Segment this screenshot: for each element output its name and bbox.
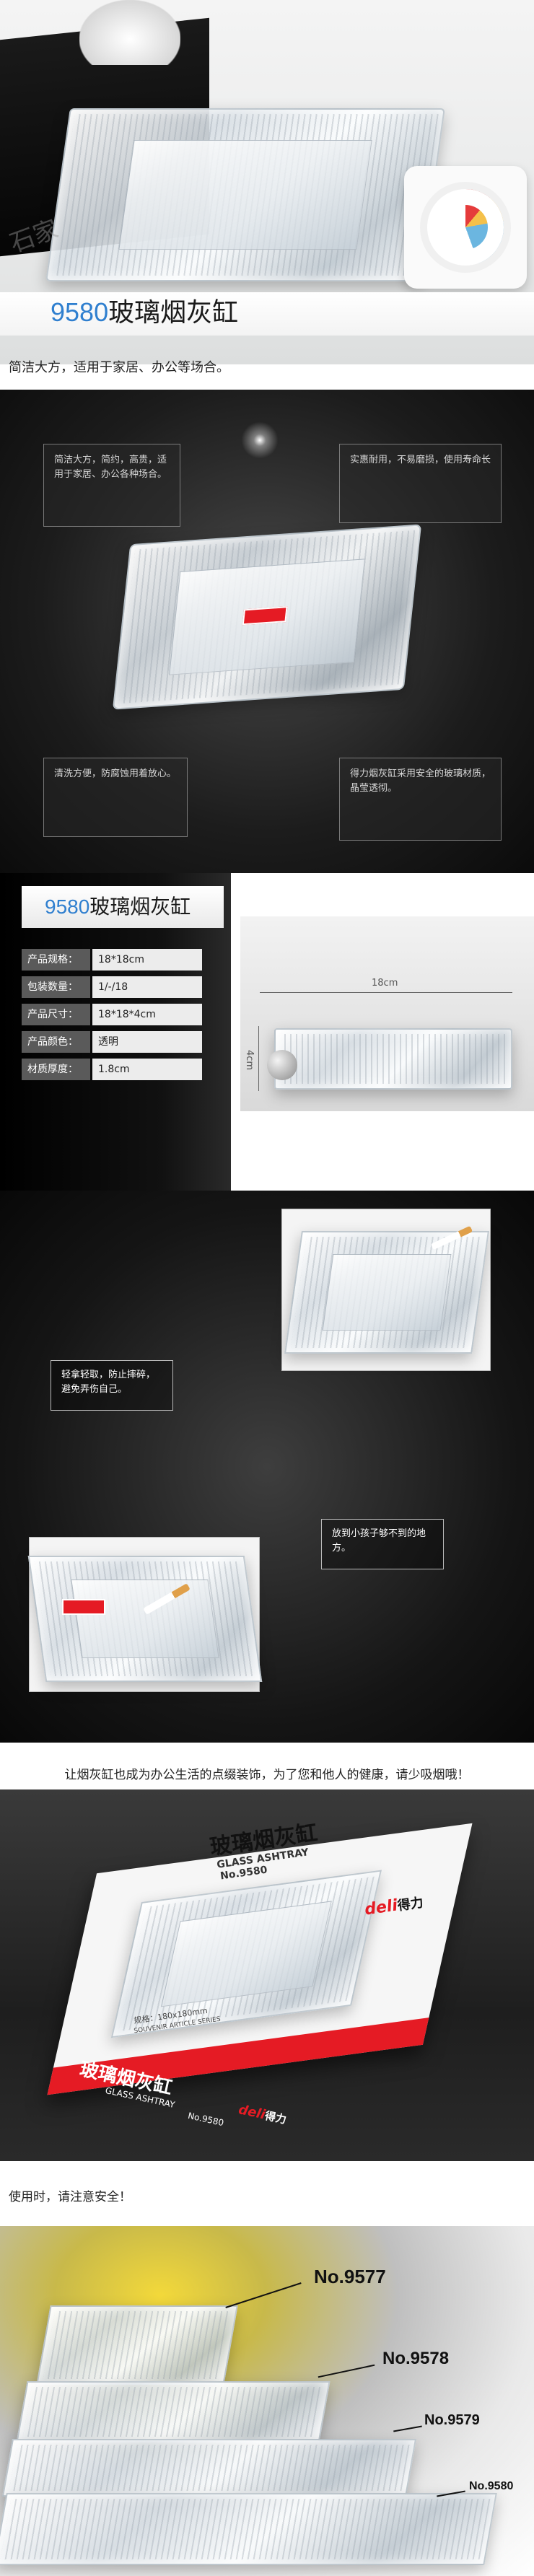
spec-row-label: 材质厚度： xyxy=(22,1059,90,1080)
spec-row: 产品规格：18*18cm xyxy=(22,949,202,971)
safety-ashtray-top xyxy=(284,1231,489,1354)
ashtray-model-9579 xyxy=(1,2439,417,2497)
dimension-width-line xyxy=(260,992,512,993)
hero-section: 石家 9580玻璃烟灰缸 xyxy=(0,0,534,364)
model-label-9577: No.9577 xyxy=(314,2266,386,2287)
feature-box-bottom-left: 清洗方便，防腐蚀用着放心。 xyxy=(43,758,188,837)
ashtray-model-9580 xyxy=(0,2493,497,2565)
model-label-9578: No.9578 xyxy=(382,2349,450,2368)
dimension-height-line xyxy=(258,1026,259,1091)
package-side-brand: deli得力 xyxy=(237,2102,288,2127)
spec-product-name: 玻璃烟灰缸 xyxy=(89,895,191,919)
spec-row-value: 透明 xyxy=(92,1031,202,1053)
safety-section: 轻拿轻取，防止摔碎，避免弄伤自己。 放到小孩子够不到的地方。 xyxy=(0,1191,534,1743)
models-section: No.9577 No.9578 No.9579 No.9580 xyxy=(0,2226,534,2576)
side-brand-en: deli xyxy=(237,2102,267,2123)
callout-line-9578 xyxy=(318,2364,375,2378)
feature-box-bottom-right: 得力烟灰缸采用安全的玻璃材质，晶莹透彻。 xyxy=(339,758,502,841)
spec-row: 产品颜色：透明 xyxy=(22,1031,202,1053)
spec-row: 包装数量：1/-/18 xyxy=(22,976,202,998)
feature-box-top-left: 简洁大方，简约，高贵，适用于家居、办公各种场合。 xyxy=(43,444,180,527)
callout-line-9577 xyxy=(225,2282,302,2308)
sparkle-icon xyxy=(238,419,281,462)
coin-image xyxy=(267,1050,297,1080)
feature-ashtray-image xyxy=(112,524,422,710)
spec-row-value: 18*18cm xyxy=(92,949,202,971)
hero-model-number: 9580 xyxy=(51,297,109,327)
safety-photo-top xyxy=(281,1209,491,1371)
spec-row-label: 产品尺寸： xyxy=(22,1004,90,1025)
safety-photo-bottom xyxy=(27,1537,263,1692)
hero-title: 9580玻璃烟灰缸 xyxy=(51,296,238,330)
safety-box-right: 放到小孩子够不到的地方。 xyxy=(321,1519,444,1569)
spec-row: 产品尺寸：18*18*4cm xyxy=(22,1004,202,1025)
model-label-9579: No.9579 xyxy=(424,2412,480,2428)
spec-title: 9580玻璃烟灰缸 xyxy=(45,893,191,921)
hygrometer xyxy=(404,166,527,289)
brand-cn: 得力 xyxy=(396,1895,425,1914)
ashtray-model-9578 xyxy=(16,2381,331,2443)
spec-row-value: 18*18*4cm xyxy=(92,1004,202,1025)
ashtray-model-9577 xyxy=(36,2305,238,2385)
model-label-9580: No.9580 xyxy=(469,2480,514,2492)
spec-row-label: 产品规格： xyxy=(22,949,90,971)
tissue-paper xyxy=(79,0,180,65)
feature-box-top-right: 实惠耐用，不易磨损，使用寿命长 xyxy=(339,444,502,523)
spec-row: 材质厚度：1.8cm xyxy=(22,1059,202,1080)
health-caption: 让烟灰缸也成为办公生活的点缀装饰，为了您和他人的健康，请少吸烟哦！ xyxy=(64,1768,470,1782)
package-side-model: No.9580 xyxy=(187,2110,225,2129)
spec-title-strip: 9580玻璃烟灰缸 xyxy=(22,886,224,928)
spec-row-label: 产品颜色： xyxy=(22,1031,90,1053)
spec-model-number: 9580 xyxy=(45,895,90,918)
dimension-height-label: 4cm xyxy=(244,1050,255,1071)
hero-title-strip xyxy=(0,292,534,336)
package-section: 玻璃烟灰缸 GLASS ASHTRAY No.9580 规格：180x180mm… xyxy=(0,1789,534,2161)
hygrometer-dial xyxy=(420,182,511,273)
features-section: 简洁大方，简约，高贵，适用于家居、办公各种场合。 实惠耐用，不易磨损，使用寿命长… xyxy=(0,390,534,873)
dimension-width-label: 18cm xyxy=(372,978,398,989)
callout-line-9579 xyxy=(393,2425,422,2432)
spec-row-value: 1/-/18 xyxy=(92,976,202,998)
dimension-ashtray-image xyxy=(274,1028,512,1090)
safety-ashtray-bottom xyxy=(27,1556,263,1682)
product-label-sticker xyxy=(242,606,288,626)
side-brand-cn: 得力 xyxy=(263,2108,288,2126)
safety-box-left: 轻拿轻取，防止摔碎，避免弄伤自己。 xyxy=(51,1360,173,1411)
intro-caption: 简洁大方，适用于家居、办公等场合。 xyxy=(9,360,229,375)
usage-caption: 使用时，请注意安全！ xyxy=(9,2190,131,2204)
hero-ashtray-image xyxy=(45,108,445,281)
spec-row-value: 1.8cm xyxy=(92,1059,202,1080)
hero-product-name: 玻璃烟灰缸 xyxy=(108,298,239,328)
spec-row-label: 包装数量： xyxy=(22,976,90,998)
safety-label-sticker xyxy=(62,1599,105,1615)
